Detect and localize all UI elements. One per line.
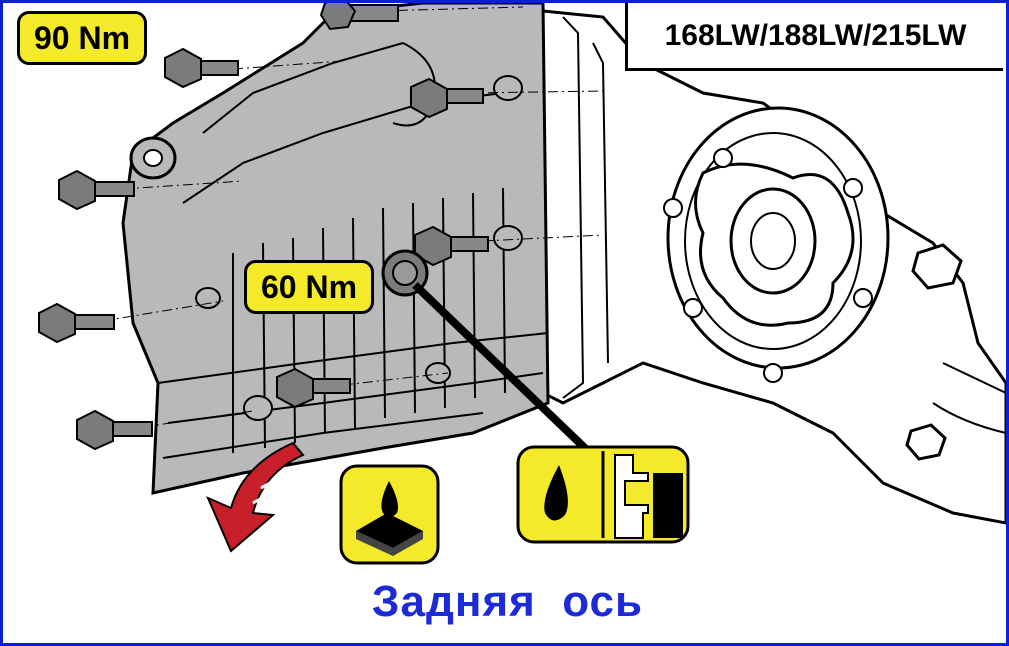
axle-cover-plate (121, 3, 550, 495)
oil-pan-icon (339, 464, 440, 565)
diagram-caption: Задняя ось (371, 577, 644, 626)
bolt-upper-right (410, 77, 484, 119)
drive-flange (663, 106, 890, 383)
plug-leader-line (412, 282, 591, 454)
oil-filler-plug (381, 249, 429, 297)
housing-mount-bolt (905, 243, 963, 461)
bolt-left-2 (38, 302, 115, 344)
bolt-right-middle (414, 225, 489, 267)
oil-fill-level-icon (516, 445, 690, 544)
removal-direction-arrow-icon (206, 441, 305, 553)
bolt-upper-left (164, 47, 239, 89)
cover-bolts (38, 3, 489, 451)
bolt-top-center (319, 3, 399, 31)
rear-axle-cover-illustration (38, 3, 1006, 565)
torque-label-upper: 90 Nm (17, 11, 147, 65)
bolt-left-1 (58, 169, 135, 211)
model-codes-box: 168LW/188LW/215LW (625, 3, 1003, 71)
bolt-left-3 (76, 409, 153, 451)
bolt-lower-center (276, 367, 351, 409)
bolt-alignment-lines (102, 6, 604, 428)
torque-label-lower: 60 Nm (244, 260, 374, 314)
